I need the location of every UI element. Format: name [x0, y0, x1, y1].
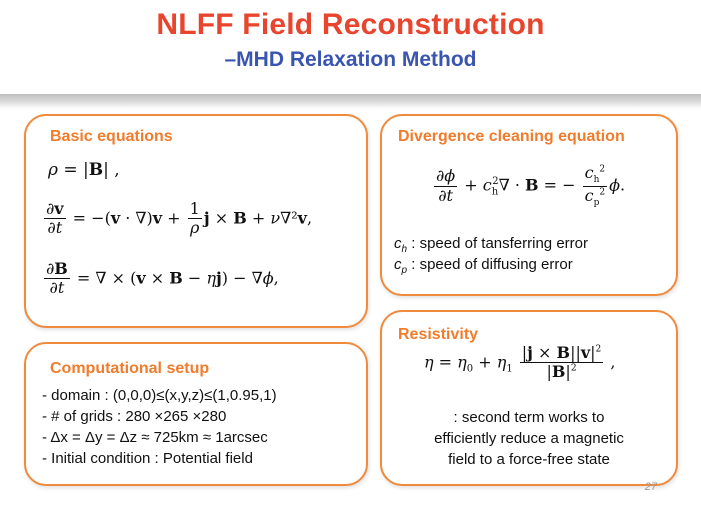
ch-definition: ch : speed of tansferring error	[394, 235, 588, 255]
header-shadow	[0, 94, 701, 108]
slide-subtitle: –MHD Relaxation Method	[224, 48, 477, 71]
setup-item-spacing: - Δx = Δy = Δz ≈ 725km ≈ 1arcsec	[42, 429, 268, 446]
computational-setup-box: Computational setup - domain : (0,0,0)≤(…	[24, 342, 368, 486]
basic-equations-title: Basic equations	[50, 128, 173, 145]
resistivity-desc-2: efficiently reduce a magnetic	[434, 430, 624, 447]
equation-resistivity: η = η0 + η1 |j × B||v|2|B|2 ,	[424, 343, 616, 382]
equation-induction: ∂B∂t = ∇ × (v × B − ηj) − ∇ϕ,	[44, 259, 279, 298]
divergence-cleaning-title: Divergence cleaning equation	[398, 128, 625, 145]
cp-definition: cp : speed of diffusing error	[394, 256, 573, 276]
page-number: 27	[644, 481, 657, 493]
setup-item-domain: - domain : (0,0,0)≤(x,y,z)≤(1,0.95,1)	[42, 387, 277, 404]
setup-item-grids: - # of grids : 280 ×265 ×280	[42, 408, 227, 425]
resistivity-desc-1: : second term works to	[453, 409, 605, 426]
divergence-cleaning-box: Divergence cleaning equation ∂ϕ∂t + ch2∇…	[380, 114, 678, 296]
header-band	[0, 0, 701, 96]
resistivity-title: Resistivity	[398, 326, 479, 343]
computational-setup-title: Computational setup	[50, 360, 210, 377]
setup-item-initial-condition: - Initial condition : Potential field	[42, 450, 253, 467]
resistivity-desc-3: field to a force-free state	[448, 451, 610, 468]
slide-title: NLFF Field Reconstruction	[156, 8, 545, 41]
basic-equations-box: Basic equations ρ = |B| , ∂v∂t = −(v · ∇…	[24, 114, 368, 328]
resistivity-box: Resistivity η = η0 + η1 |j × B||v|2|B|2 …	[380, 310, 678, 486]
equation-density: ρ = |B| ,	[48, 160, 120, 180]
